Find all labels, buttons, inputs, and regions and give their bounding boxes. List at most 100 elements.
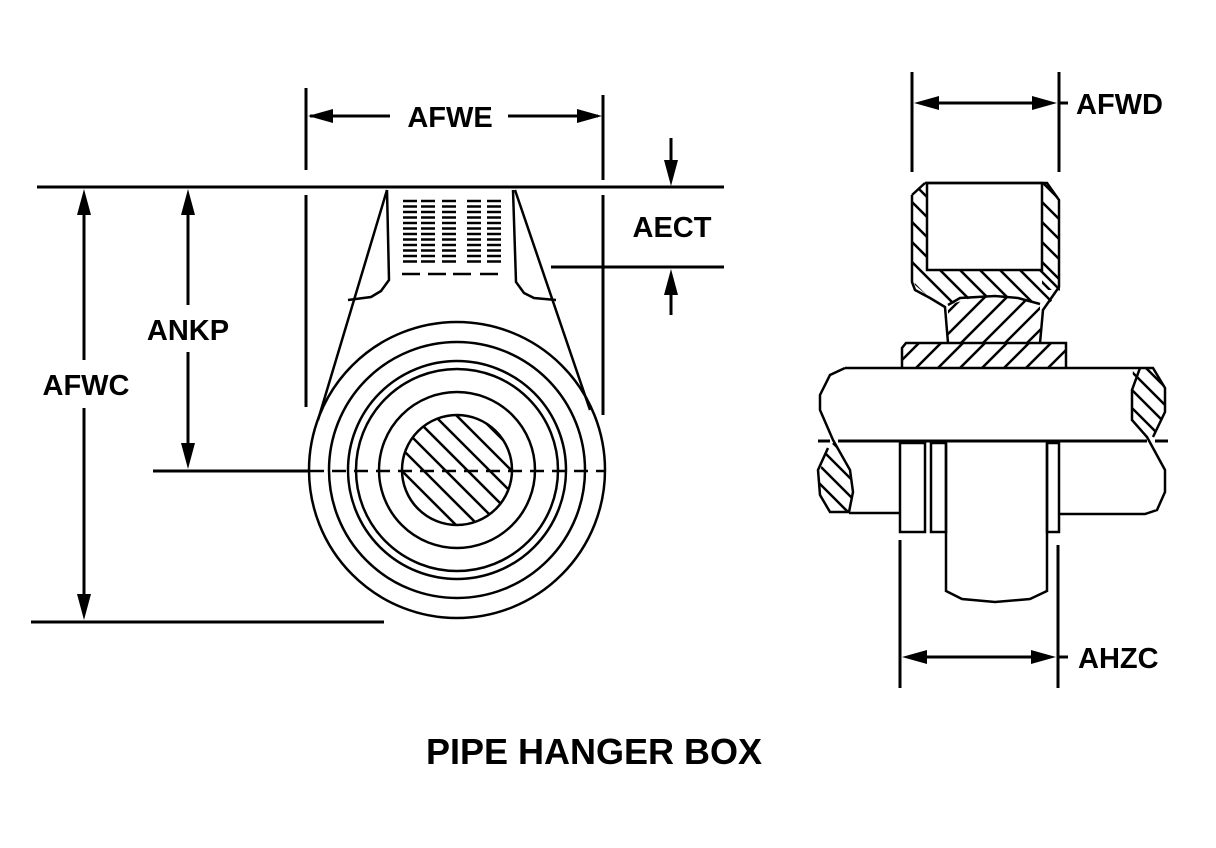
hatch-line	[472, 415, 512, 525]
outer-body-circle	[307, 320, 607, 620]
afwe-dimension: AFWE	[308, 102, 602, 134]
hatch-line	[930, 180, 1025, 275]
hatch-line	[936, 343, 965, 368]
afwc-label: AFWC	[43, 370, 130, 402]
hatch-line	[958, 343, 987, 368]
front-view: AFWE AECT ANKP AFWC	[31, 88, 747, 624]
hatch-line	[1197, 365, 1216, 440]
hatch-line	[820, 442, 834, 512]
hatch-line	[1180, 180, 1216, 295]
ahzc-dimension: AHZC	[902, 643, 1159, 675]
hatch-line	[740, 440, 815, 515]
hatch-line	[920, 180, 1035, 295]
pipe-right-hatch	[1053, 365, 1216, 440]
shaft	[944, 443, 1049, 604]
pipe-left-hatch	[740, 440, 977, 515]
ankp-label: ANKP	[147, 315, 229, 347]
hatch-line	[884, 440, 959, 515]
hatch-line	[1034, 270, 1060, 312]
hatch-line	[1042, 183, 1060, 290]
hatch-line	[1095, 265, 1145, 315]
hatch-line	[1075, 265, 1125, 315]
hatch-line	[870, 340, 900, 370]
left-fillet	[347, 189, 391, 302]
hatch-line	[912, 183, 928, 270]
hatch-line	[912, 183, 928, 270]
hatch-line	[970, 180, 1065, 275]
hatch-line	[428, 415, 512, 525]
hatch-line	[950, 180, 1045, 275]
aect-label: AECT	[633, 212, 712, 244]
hatch-line	[1002, 343, 1031, 368]
hatch-line	[1002, 297, 1040, 343]
ankp-dimension: ANKP	[147, 189, 229, 469]
hatch-line	[934, 270, 986, 312]
hatch-line	[1080, 180, 1195, 295]
hatch-line	[1042, 183, 1060, 290]
hanger-left-taper	[316, 189, 389, 421]
hatch-line	[1053, 365, 1128, 440]
drawing-title: PIPE HANGER BOX	[426, 731, 762, 772]
hatch-line	[1046, 348, 1066, 368]
hatch-line	[914, 343, 943, 368]
bore-circle	[377, 390, 537, 550]
nut-left-hatch	[810, 180, 1125, 275]
pipe-right-break	[1058, 367, 1167, 516]
collar-right-bar	[1045, 441, 1061, 534]
hatch-line	[1024, 297, 1040, 343]
hatch-line	[1047, 293, 1099, 345]
hatch-line	[627, 410, 747, 530]
hatch-line	[1054, 270, 1060, 312]
hatch-line	[1030, 180, 1125, 275]
hatch-line	[402, 415, 462, 525]
nut-stem-boundary	[947, 294, 1041, 307]
hatch-line	[1140, 180, 1216, 295]
hatch-line	[912, 183, 928, 270]
hatch-line	[1010, 180, 1105, 275]
hatch-line	[450, 415, 512, 525]
hatch-line	[1042, 183, 1056, 290]
hatch-line	[847, 442, 853, 512]
hatch-line	[1132, 368, 1165, 437]
hatch-line	[912, 270, 946, 312]
hatch-line	[893, 293, 945, 345]
hatch-line	[902, 343, 921, 362]
hatch-line	[902, 440, 977, 515]
hatch-line	[1091, 293, 1143, 345]
right-fillet	[511, 189, 557, 302]
hatch-line	[1090, 340, 1120, 370]
hatch-line	[1142, 368, 1165, 437]
hatch-line	[820, 442, 852, 512]
pipe-inner-circle	[354, 367, 560, 573]
hatch-line	[855, 265, 905, 315]
hatch-line	[1024, 343, 1053, 368]
hatch-line	[1132, 368, 1165, 437]
hatch-line	[990, 180, 1085, 275]
hatch-line	[1179, 365, 1216, 440]
ahzc-label: AHZC	[1078, 643, 1159, 675]
hatch-line	[820, 442, 853, 512]
hatch-line	[958, 297, 1012, 343]
pipe-outer-circle	[346, 359, 568, 581]
afwd-label: AFWD	[1076, 89, 1163, 121]
hatch-line	[402, 415, 484, 525]
nut-bore	[925, 181, 1044, 272]
afwd-dimension: AFWD	[914, 89, 1163, 121]
nut-right-hatch	[920, 180, 1216, 295]
plate-hatch	[870, 340, 1120, 370]
hatch-line	[605, 410, 725, 530]
hatch-line	[1100, 180, 1215, 295]
hatch-line	[1042, 183, 1060, 290]
hatch-line	[1069, 293, 1121, 345]
hatch-line	[810, 180, 905, 275]
hatch-line	[1115, 265, 1165, 315]
hatch-line	[914, 270, 966, 312]
hatch-line	[912, 183, 928, 270]
hatch-line	[1042, 183, 1060, 290]
hatch-line	[980, 343, 1009, 368]
collar-left-bar	[898, 441, 927, 534]
hatch-line	[1160, 180, 1216, 295]
thread-marks	[402, 199, 501, 276]
hatch-line	[1120, 180, 1216, 295]
